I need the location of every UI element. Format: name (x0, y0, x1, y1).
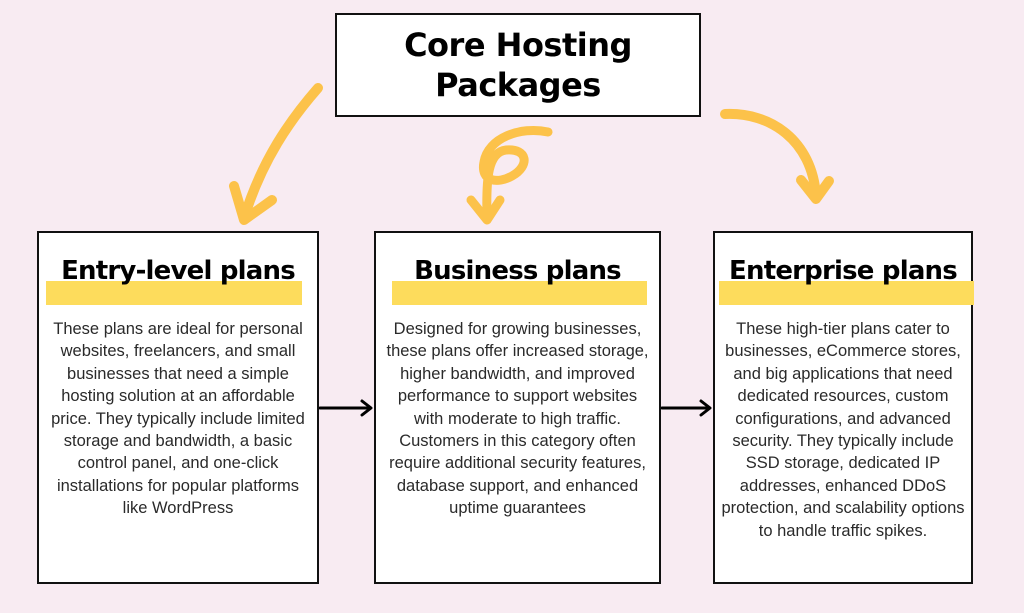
diagram-title: Core Hosting Packages (404, 25, 632, 105)
card-heading: Entry-level plans (61, 256, 296, 286)
card-heading-wrap: Entry-level plans (39, 247, 317, 307)
heading-highlight (46, 281, 302, 305)
card-description: Designed for growing businesses, these p… (386, 320, 649, 518)
card-heading: Enterprise plans (729, 256, 958, 286)
straight-arrow-entry-to-business (318, 399, 373, 417)
straight-arrow-business-to-enterprise (660, 399, 712, 417)
card-description: These plans are ideal for personal websi… (51, 320, 305, 518)
curved-arrow-to-entry-level (229, 83, 323, 225)
card-heading-wrap: Enterprise plans (715, 247, 974, 307)
title-line-1: Core Hosting (404, 26, 632, 64)
title-line-2: Packages (435, 66, 601, 104)
card-heading-wrap: Business plans (376, 247, 659, 307)
title-box: Core Hosting Packages (335, 13, 701, 117)
curved-arrow-to-enterprise (720, 108, 834, 204)
heading-highlight (719, 281, 974, 305)
loop-arrow-to-business (466, 126, 553, 225)
card-business-plans: Business plans Designed for growing busi… (374, 231, 661, 584)
card-heading: Business plans (414, 256, 622, 286)
card-entry-level-plans: Entry-level plans These plans are ideal … (37, 231, 319, 584)
heading-highlight (392, 281, 647, 305)
card-enterprise-plans: Enterprise plans These high-tier plans c… (713, 231, 974, 584)
card-description: These high-tier plans cater to businesse… (721, 320, 965, 540)
